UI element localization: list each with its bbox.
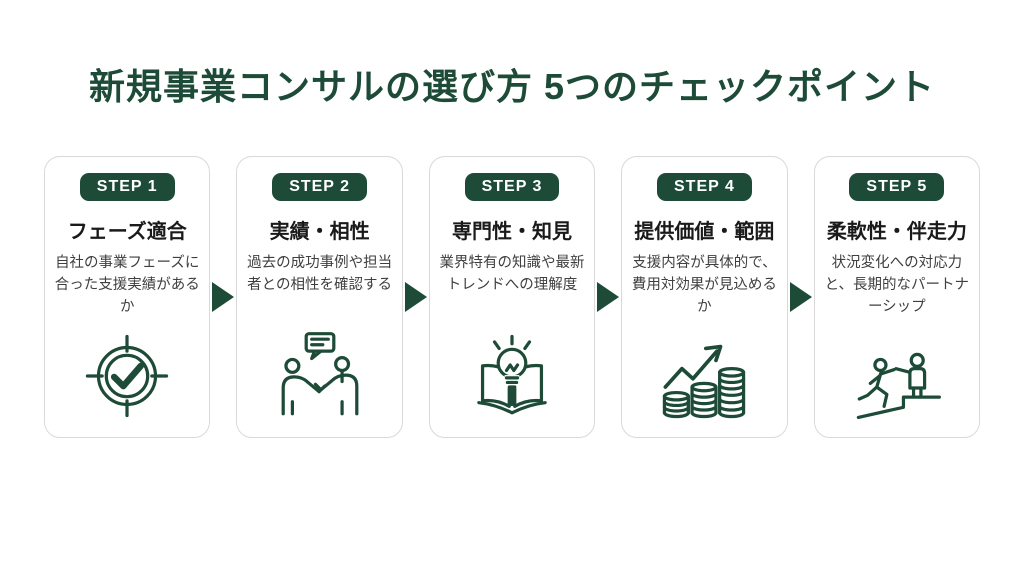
- arrow-right-icon: [404, 282, 427, 312]
- step-heading: フェーズ適合: [67, 221, 187, 243]
- step-description: 自社の事業フェーズに合った支援実績があるか: [54, 255, 200, 315]
- handshake-chat-icon: [274, 329, 366, 425]
- step-badge: STEP 2: [272, 173, 368, 201]
- coins-growth-icon: [658, 329, 750, 425]
- step-badge: STEP 1: [79, 173, 175, 201]
- step-description: 状況変化への対応力と、長期的なパートナーシップ: [824, 255, 970, 315]
- step-description: 業界特有の知識や最新トレンドへの理解度: [439, 255, 585, 293]
- book-lightbulb-icon: [466, 329, 558, 425]
- page-title: 新規事業コンサルの選び方 5つのチェックポイント: [88, 66, 936, 107]
- step-heading: 専門性・知見: [452, 221, 573, 243]
- step-card-2: STEP 2 実績・相性 過去の成功事例や担当者との相性を確認する: [236, 156, 403, 438]
- step-heading: 提供価値・範囲: [634, 221, 775, 243]
- step-description: 過去の成功事例や担当者との相性を確認する: [247, 255, 393, 293]
- step-card-1: STEP 1 フェーズ適合 自社の事業フェーズに合った支援実績があるか: [44, 156, 211, 438]
- step-description: 支援内容が具体的で、費用対効果が見込めるか: [631, 255, 777, 315]
- partnership-climb-icon: [851, 329, 943, 425]
- step-card-4: STEP 4 提供価値・範囲 支援内容が具体的で、費用対効果が見込めるか: [621, 156, 788, 438]
- step-heading: 柔軟性・伴走力: [826, 221, 967, 243]
- step-card-3: STEP 3 専門性・知見 業界特有の知識や最新トレンドへの理解度: [428, 156, 596, 438]
- step-badge: STEP 5: [849, 173, 945, 201]
- step-card-5: STEP 5 柔軟性・伴走力 状況変化への対応力と、長期的なパートナーシップ: [813, 156, 981, 438]
- arrow-right-icon: [789, 282, 812, 312]
- steps-row: STEP 1 フェーズ適合 自社の事業フェーズに合った支援実績があるか: [0, 156, 1024, 438]
- target-check-icon: [81, 329, 173, 425]
- step-heading: 実績・相性: [269, 221, 370, 243]
- arrow-right-icon: [212, 282, 235, 312]
- arrow-right-icon: [597, 282, 620, 312]
- step-badge: STEP 3: [464, 173, 560, 201]
- step-badge: STEP 4: [657, 173, 752, 201]
